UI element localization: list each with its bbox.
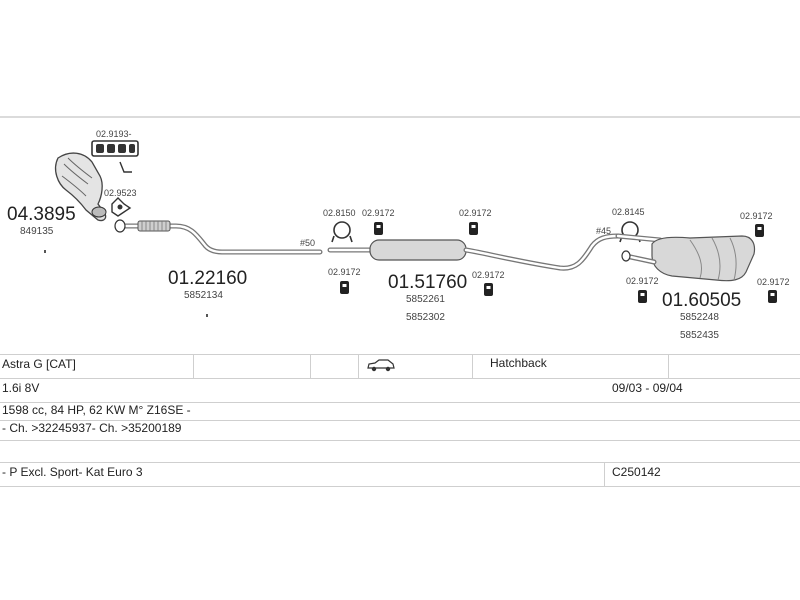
catalog-code: C250142 <box>612 465 661 479</box>
spec-row-empty <box>0 440 800 463</box>
spec-row-model: Astra G [CAT] Hatchback <box>0 354 800 379</box>
chassis-range: - Ch. >32245937- Ch. >35200189 <box>2 421 182 435</box>
clamp-icon <box>331 221 353 243</box>
clamp-45-part-number: 02.8145 <box>612 207 645 217</box>
front-pipe-part-number: 01.22160 <box>168 268 247 289</box>
manifold-gasket-icon <box>91 140 139 157</box>
exhaust-manifold <box>54 152 107 222</box>
clamp-50-part-number: 02.8150 <box>323 208 356 218</box>
spec-top-border <box>0 354 800 355</box>
rear-silencer-oe-1: 5852248 <box>680 312 719 323</box>
notes-text: - P Excl. Sport- Kat Euro 3 <box>2 465 143 479</box>
svg-text:02.9172: 02.9172 <box>757 277 790 287</box>
gasket-top-part-number: 02.9193- <box>96 129 132 139</box>
manifold-oe-number: 849135 <box>20 226 54 237</box>
front-pipe <box>114 219 323 255</box>
svg-text:02.9172: 02.9172 <box>740 211 773 221</box>
body-type: Hatchback <box>490 356 547 370</box>
hanger-icon: 02.9172 <box>626 276 659 303</box>
manifold-part-number: 04.3895 <box>7 204 76 225</box>
exhaust-system-diagram: 02.9193- 04.3895 849135 02.9523 01.22160… <box>0 116 800 341</box>
front-pipe-oe-number: 5852134 <box>184 290 223 301</box>
mark-dot <box>206 314 208 317</box>
hanger-icon: 02.9172 <box>362 208 395 235</box>
car-icon <box>366 358 396 375</box>
engine-details: 1598 cc, 84 HP, 62 KW M° Z16SE - <box>2 403 191 417</box>
cat-gasket-icon <box>111 197 132 217</box>
gasket-cat-part-number: 02.9523 <box>104 188 137 198</box>
middle-silencer <box>327 233 621 271</box>
rear-silencer-oe-2: 5852435 <box>680 330 719 341</box>
svg-text:02.9172: 02.9172 <box>472 270 505 280</box>
gasket-pointer <box>119 161 132 173</box>
engine-label: 1.6i 8V <box>2 381 40 395</box>
svg-text:02.9172: 02.9172 <box>328 267 361 277</box>
middle-silencer-oe-2: 5852302 <box>406 312 445 323</box>
svg-text:02.9172: 02.9172 <box>626 276 659 286</box>
spec-row-engine: 1.6i 8V 09/03 - 09/04 <box>0 378 800 403</box>
spec-row-notes: - P Excl. Sport- Kat Euro 3 C250142 <box>0 462 800 487</box>
hanger-icon: 02.9172 <box>757 277 790 303</box>
mark-dot <box>44 250 46 253</box>
hanger-icon: 02.9172 <box>459 208 492 235</box>
clamp-50-size: #50 <box>300 238 315 248</box>
spec-row-chassis: - Ch. >32245937- Ch. >35200189 <box>0 420 800 441</box>
middle-silencer-oe-1: 5852261 <box>406 294 445 305</box>
rear-silencer <box>615 233 756 282</box>
production-years: 09/03 - 09/04 <box>612 381 683 395</box>
hanger-icon: 02.9172 <box>472 270 505 296</box>
spec-row-engine-details: 1598 cc, 84 HP, 62 KW M° Z16SE - <box>0 402 800 421</box>
model-name: Astra G [CAT] <box>2 357 76 371</box>
svg-text:02.9172: 02.9172 <box>362 208 395 218</box>
rear-silencer-part-number: 01.60505 <box>662 290 741 311</box>
svg-text:02.9172: 02.9172 <box>459 208 492 218</box>
middle-silencer-part-number: 01.51760 <box>388 272 467 293</box>
clamp-45-size: #45 <box>596 226 611 236</box>
hanger-icon: 02.9172 <box>740 211 773 237</box>
hanger-icon: 02.9172 <box>328 267 361 294</box>
